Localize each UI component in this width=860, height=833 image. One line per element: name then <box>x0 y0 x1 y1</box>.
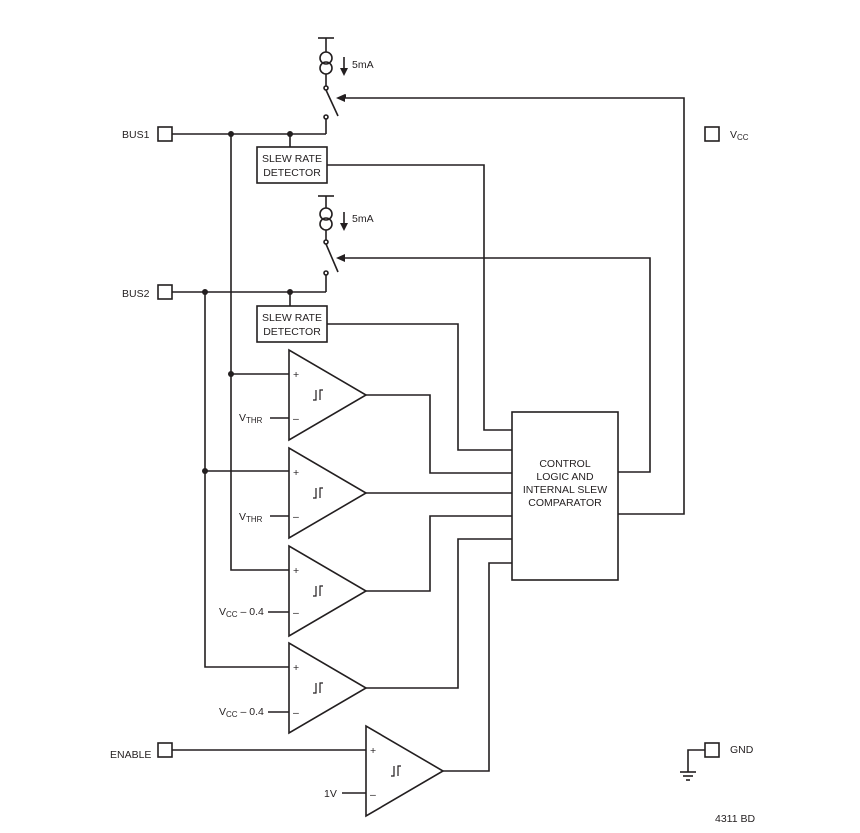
slew-detector-1-line2: DETECTOR <box>263 167 321 179</box>
current-arrow-icon <box>340 57 348 76</box>
ground-symbol-icon <box>680 771 696 781</box>
vcc-minus-label-2: VCC – 0.4 <box>219 706 264 719</box>
switch-mid <box>323 243 339 292</box>
vthr-label-2: VTHR <box>239 511 263 524</box>
control-line4: COMPARATOR <box>528 497 602 509</box>
bus2-pad <box>157 284 173 300</box>
comparator-2: + – <box>288 446 368 540</box>
bus2-label: BUS2 <box>122 288 150 300</box>
current-source-top: 5mA <box>318 37 374 91</box>
pin-bus1: BUS1 <box>122 126 173 142</box>
control-logic-block: CONTROL LOGIC AND INTERNAL SLEW COMPARAT… <box>511 411 619 581</box>
comp2-plus: + <box>293 467 299 479</box>
gnd-label: GND <box>730 744 754 756</box>
control-line3: INTERNAL SLEW <box>523 484 607 496</box>
bus1-label: BUS1 <box>122 129 150 141</box>
arrow-top-switch-icon <box>336 94 345 102</box>
comp5-plus: + <box>370 745 376 757</box>
current-top-label: 5mA <box>352 59 374 71</box>
comp1-plus: + <box>293 369 299 381</box>
comp2-minus: – <box>293 511 299 523</box>
wiring <box>172 97 685 772</box>
slew-rate-detector-1: SLEW RATE DETECTOR <box>256 146 328 184</box>
junction-dots <box>202 131 293 474</box>
switch-control-arrows <box>336 94 345 262</box>
vthr-label-1: VTHR <box>239 412 263 425</box>
comp3-minus: – <box>293 607 299 619</box>
enable-label: ENABLE <box>110 749 151 761</box>
vcc-pad <box>704 126 720 142</box>
slew-detector-1-line1: SLEW RATE <box>262 153 322 165</box>
vcc-pin-label: VCC <box>730 129 749 142</box>
arrow-mid-switch-icon <box>336 254 345 262</box>
pin-vcc: VCC <box>704 126 749 142</box>
comp5-minus: – <box>370 789 376 801</box>
bus1-pad <box>157 126 173 142</box>
control-line2: LOGIC AND <box>536 471 594 483</box>
reference-labels: VTHR VTHR VCC – 0.4 VCC – 0.4 1V <box>219 412 366 800</box>
figure-id: 4311 BD <box>715 813 755 825</box>
control-line1: CONTROL <box>539 458 590 470</box>
current-arrow-icon <box>340 212 348 231</box>
slew-detector-2-line2: DETECTOR <box>263 326 321 338</box>
enable-ref-label: 1V <box>324 788 337 800</box>
comparator-4: + – <box>288 641 368 735</box>
gnd-wire <box>687 749 705 772</box>
current-source-mid: 5mA <box>318 195 374 245</box>
comp4-plus: + <box>293 662 299 674</box>
gnd-pad <box>704 742 720 758</box>
pin-enable: ENABLE <box>110 742 173 761</box>
slew-rate-detector-2: SLEW RATE DETECTOR <box>256 305 328 343</box>
vcc-minus-label-1: VCC – 0.4 <box>219 606 264 619</box>
comp1-minus: – <box>293 413 299 425</box>
current-mid-label: 5mA <box>352 213 374 225</box>
comparator-1: + – <box>288 348 368 442</box>
slew-detector-2-line1: SLEW RATE <box>262 312 322 324</box>
pin-gnd: GND <box>680 742 754 781</box>
comp3-plus: + <box>293 565 299 577</box>
pin-bus2: BUS2 <box>122 284 173 300</box>
comp4-minus: – <box>293 707 299 719</box>
enable-pad <box>157 742 173 758</box>
comparator-3: + – <box>288 544 368 638</box>
comparator-enable: + – <box>365 724 445 818</box>
